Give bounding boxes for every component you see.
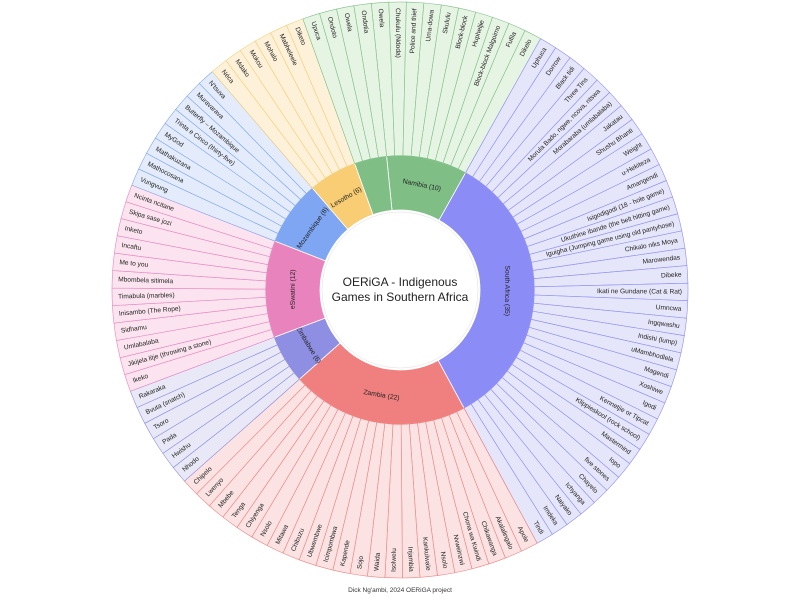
item-label: Sojo: [356, 555, 365, 569]
item-label: Umncwa: [656, 304, 682, 313]
item-label: Mbombela sitimela: [118, 276, 174, 285]
country-outline: [265, 240, 276, 338]
item-label: Uma-dowa: [425, 9, 436, 42]
item-label: Ikati ne Gundane (Cat & Rat): [597, 288, 682, 296]
chart-title-line-1: OERiGA - Indigenous: [343, 275, 458, 289]
country-ring: Namibia (10)South Africa (35)Zambia (22)…: [265, 155, 535, 425]
item-label: Nsolo: [439, 551, 449, 569]
country-label-eswatini: eSwatini (12): [290, 269, 297, 309]
item-label: Ondotia: [360, 10, 370, 34]
country-outline: [463, 172, 535, 409]
center-disc: [321, 211, 479, 369]
item-label: Marowendas: [642, 254, 681, 265]
country-outline: [386, 155, 466, 174]
item-label: Owela: [377, 8, 385, 27]
item-label: Isolwelu: [391, 548, 399, 572]
chart-title-line-2: Games in Southern Africa: [332, 290, 469, 304]
item-label: Ikeko: [132, 373, 149, 385]
item-label: Timabula (marbles): [118, 292, 175, 300]
country-outline: [299, 378, 465, 425]
item-label: Ingqwashu: [648, 319, 681, 330]
item-label: Injambia: [406, 547, 414, 573]
country-label-south-africa: South Africa (35): [503, 265, 510, 316]
item-label: Dibeke: [661, 271, 682, 279]
item-label: Skululu: [442, 11, 453, 34]
country-outline: [274, 187, 314, 242]
country-outline: [273, 336, 301, 380]
item-label: Chukulu (Ndoda): [394, 8, 401, 58]
item-label: Kankulwale: [421, 537, 431, 572]
country-outline: [312, 163, 356, 189]
item-label: Incaftu: [121, 242, 142, 252]
item-label: Waida: [373, 552, 382, 571]
center: OERiGA - Indigenous Games in Southern Af…: [321, 211, 479, 369]
footer-credit: Dick Ng'ambi, 2024 OERiGA project: [348, 587, 452, 594]
item-label: Owela: [343, 13, 353, 33]
item-label: Police and thief: [409, 8, 418, 54]
item-label: Inketo: [124, 225, 143, 236]
country-outline: [354, 156, 387, 165]
item-label: Sidhamu: [121, 324, 148, 335]
item-label: Me to you: [119, 259, 149, 269]
